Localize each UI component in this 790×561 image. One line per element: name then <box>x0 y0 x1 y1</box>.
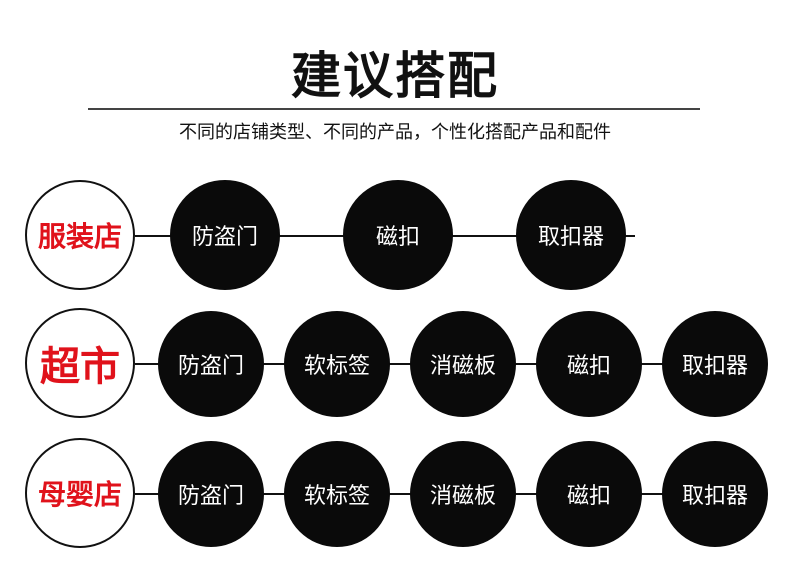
item-anti-theft-door: 防盗门 <box>158 441 264 547</box>
item-detacher: 取扣器 <box>662 311 768 417</box>
item-deactivator-pad: 消磁板 <box>410 441 516 547</box>
item-deactivator-pad: 消磁板 <box>410 311 516 417</box>
item-soft-label: 软标签 <box>284 311 390 417</box>
pairing-row-clothing: 服装店 防盗门 磁扣 取扣器 <box>0 180 790 290</box>
store-circle-maternity: 母婴店 <box>25 438 135 548</box>
item-detacher: 取扣器 <box>516 180 626 290</box>
item-anti-theft-door: 防盗门 <box>158 311 264 417</box>
item-detacher: 取扣器 <box>662 441 768 547</box>
item-magnetic-tag: 磁扣 <box>536 441 642 547</box>
store-circle-supermarket: 超市 <box>25 308 135 418</box>
store-circle-clothing: 服装店 <box>25 180 135 290</box>
title-divider <box>88 108 700 110</box>
page-title: 建议搭配 <box>291 47 499 105</box>
page-subtitle: 不同的店铺类型、不同的产品，个性化搭配产品和配件 <box>179 122 611 143</box>
item-anti-theft-door: 防盗门 <box>170 180 280 290</box>
item-magnetic-tag: 磁扣 <box>343 180 453 290</box>
item-soft-label: 软标签 <box>284 441 390 547</box>
pairing-row-supermarket: 超市 防盗门 软标签 消磁板 磁扣 取扣器 <box>0 308 790 418</box>
row-connector-line <box>135 493 665 495</box>
pairing-row-maternity: 母婴店 防盗门 软标签 消磁板 磁扣 取扣器 <box>0 438 790 548</box>
row-connector-line <box>135 363 665 365</box>
item-magnetic-tag: 磁扣 <box>536 311 642 417</box>
